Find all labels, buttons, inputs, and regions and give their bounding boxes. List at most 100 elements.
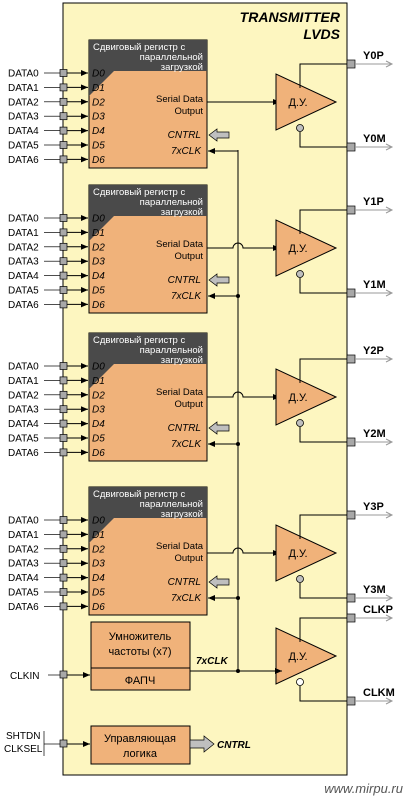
- output-p-label: Y0P: [363, 50, 384, 62]
- data-input-label: DATA4: [8, 126, 39, 137]
- output-p-pin: [346, 59, 356, 69]
- register-d-pin-label: D6: [92, 448, 105, 459]
- register-d-pin-label: D2: [92, 97, 105, 108]
- serial-output-label: Output: [174, 553, 203, 564]
- output-m-arrow: [355, 438, 394, 446]
- register-d-pin-label: D6: [92, 602, 105, 613]
- output-p-label: Y3P: [363, 501, 384, 513]
- serial-output-label: Serial Data: [156, 541, 204, 552]
- register-d-pin-label: D3: [92, 257, 105, 268]
- output-p-pin: [346, 354, 356, 364]
- output-p-pin: [346, 510, 356, 520]
- clk-junction: [236, 669, 240, 673]
- output-p-pin: [346, 205, 356, 215]
- output-p-arrow: [355, 206, 394, 214]
- register-d-pin-label: D1: [92, 83, 105, 94]
- data-input-pin: [59, 544, 68, 553]
- cntrl-out-arrow: [189, 735, 215, 753]
- data-input-pin: [59, 141, 68, 149]
- data-input-label: DATA0: [8, 516, 39, 527]
- serial-output-label: Output: [174, 106, 203, 117]
- register-title-line: загрузкой: [161, 355, 203, 366]
- register-title-line: параллельной: [140, 499, 203, 510]
- data-input-pin: [59, 112, 68, 121]
- driver-inversion-bubble: [296, 124, 304, 132]
- data-input-label: DATA3: [8, 112, 39, 123]
- control-label-line1: Управляющая: [104, 733, 176, 745]
- data-input-pin: [59, 300, 68, 309]
- register-header: [89, 40, 207, 96]
- data-input-label: DATA5: [8, 141, 39, 152]
- output-m-pin: [346, 142, 356, 152]
- register-d-pin-label: D5: [92, 434, 105, 445]
- register-d-pin-label: D4: [92, 573, 105, 584]
- chip-title-line1: TRANSMITTER: [240, 9, 341, 25]
- data-input-pin: [59, 242, 68, 251]
- register-clk-label: 7xCLK: [171, 146, 202, 157]
- register-title-line: параллельной: [140, 345, 203, 356]
- shift-register-3: Сдвиговый регистр спараллельнойзагрузкой…: [8, 486, 280, 616]
- register-d-pin-label: D1: [92, 376, 105, 387]
- driver-inversion-bubble: [296, 419, 304, 427]
- driver-triangle: [275, 368, 338, 426]
- pll-label: ФАПЧ: [125, 675, 156, 687]
- data-input-label: DATA2: [8, 242, 39, 253]
- clk-signal-label: 7xCLK: [196, 656, 228, 667]
- cntrl-in-arrow: [208, 421, 230, 435]
- register-cntrl-label: CNTRL: [168, 423, 201, 434]
- register-d-pin-label: D0: [92, 516, 105, 527]
- data-input-pin: [59, 405, 68, 414]
- data-input-pin: [59, 419, 68, 428]
- output-m-pin: [346, 593, 356, 603]
- data-input-pin: [59, 559, 68, 568]
- clkin-pin: [59, 670, 68, 679]
- register-title-line: Сдвиговый регистр с: [93, 187, 185, 198]
- data-input-label: DATA5: [8, 434, 39, 445]
- data-input-pin: [59, 257, 68, 266]
- driver-label: Д.У.: [288, 548, 307, 560]
- control-label-line2: логика: [123, 748, 158, 760]
- output-p-arrow: [355, 60, 394, 68]
- data-input-pin: [59, 228, 68, 237]
- data-input-label: DATA2: [8, 544, 39, 555]
- output-p-arrow: [355, 614, 394, 622]
- register-d-pin-label: D5: [92, 286, 105, 297]
- data-input-label: DATA4: [8, 573, 39, 584]
- driver-triangle: [275, 524, 338, 582]
- watermark: www.mirpu.ru: [324, 781, 403, 796]
- register-title-line: загрузкой: [161, 62, 203, 73]
- register-title-line: загрузкой: [161, 207, 203, 218]
- driver-triangle: [275, 219, 338, 277]
- output-p-pin: [346, 613, 356, 623]
- output-p-label: CLKP: [363, 604, 393, 616]
- register-clk-label: 7xCLK: [171, 439, 202, 450]
- register-cntrl-label: CNTRL: [168, 130, 201, 141]
- register-d-pin-label: D2: [92, 390, 105, 401]
- cntrl-in-arrow: [208, 128, 230, 142]
- output-m-wire: [299, 686, 348, 702]
- output-m-wire: [299, 132, 348, 148]
- register-d-pin-label: D4: [92, 271, 105, 282]
- register-d-pin-label: D4: [92, 419, 105, 430]
- output-m-arrow: [355, 697, 394, 705]
- register-d-pin-label: D4: [92, 126, 105, 137]
- data-input-label: DATA2: [8, 97, 39, 108]
- register-title-line: Сдвиговый регистр с: [93, 489, 185, 500]
- data-input-pin: [59, 530, 68, 539]
- data-input-label: DATA3: [8, 405, 39, 416]
- data-input-label: DATA1: [8, 376, 39, 387]
- clkin-label: CLKIN: [10, 671, 39, 682]
- output-m-label: Y3M: [363, 584, 386, 596]
- data-input-label: DATA5: [8, 286, 39, 297]
- line-driver-0: Д.У.: [275, 73, 338, 132]
- register-d-pin-label: D2: [92, 242, 105, 253]
- chip-title-line2: LVDS: [303, 26, 340, 42]
- cntrl-signal-label: CNTRL: [217, 740, 251, 751]
- clock-multiplier-block: Умножитель частоты (x7) ФАПЧ: [90, 621, 191, 691]
- multiplier-label-line1: Умножитель: [109, 631, 172, 643]
- data-input-pin: [59, 286, 68, 294]
- ctrl-pin: [59, 739, 68, 748]
- register-d-pin-label: D0: [92, 362, 105, 373]
- register-header: [89, 333, 207, 389]
